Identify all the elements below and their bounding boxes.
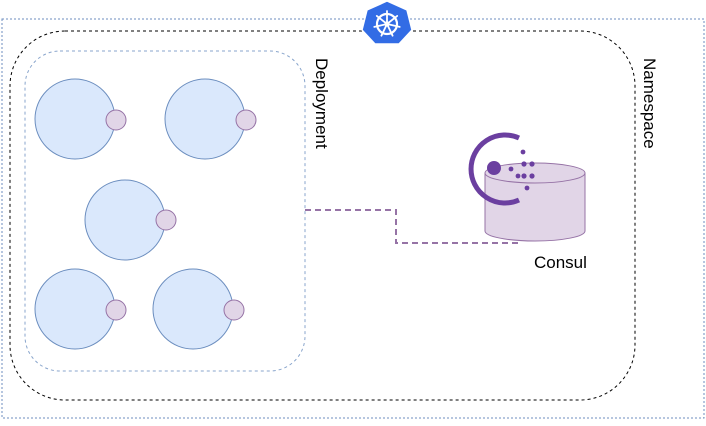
- pod-2: [164, 78, 257, 160]
- pod-circle: [164, 78, 246, 160]
- consul-logo-dot: [529, 161, 535, 167]
- consul-logo-dot: [521, 161, 527, 167]
- pod-circle: [152, 268, 234, 350]
- pod-3: [84, 179, 177, 261]
- pod-circle: [34, 268, 116, 350]
- sidecar-circle: [105, 109, 127, 131]
- pod-1: [34, 78, 127, 160]
- pod-5: [152, 268, 245, 350]
- kubernetes-helm-wheel-icon: [361, 0, 413, 45]
- consul-logo-dot: [524, 185, 530, 191]
- sidecar-circle: [105, 299, 127, 321]
- consul-logo-dot: [515, 173, 521, 179]
- consul-cylinder-body: [484, 173, 586, 242]
- deployment-boundary: [24, 50, 306, 372]
- consul-label: Consul: [534, 253, 587, 272]
- sidecar-circle: [223, 299, 245, 321]
- cluster-boundary: [1, 18, 705, 419]
- consul-logo-dot: [520, 149, 526, 155]
- sidecar-circle: [155, 209, 177, 231]
- pod-circle: [84, 179, 166, 261]
- consul-logo-dot: [521, 173, 527, 179]
- kubernetes-wheel-spokes: [373, 10, 401, 37]
- sidecar-circle: [235, 109, 257, 131]
- pod-4: [34, 268, 127, 350]
- namespace-label: Namespace: [640, 58, 659, 149]
- pod-circle: [34, 78, 116, 160]
- deployment-consul-connector: [305, 209, 518, 244]
- deployment-label: Deployment: [312, 58, 331, 149]
- consul-logo-dot: [529, 173, 535, 179]
- consul-logo-core-dot: [487, 161, 501, 175]
- consul-logo-icon: [468, 132, 535, 206]
- consul-logo-dot: [508, 166, 514, 172]
- consul-logo-arc: [468, 132, 521, 206]
